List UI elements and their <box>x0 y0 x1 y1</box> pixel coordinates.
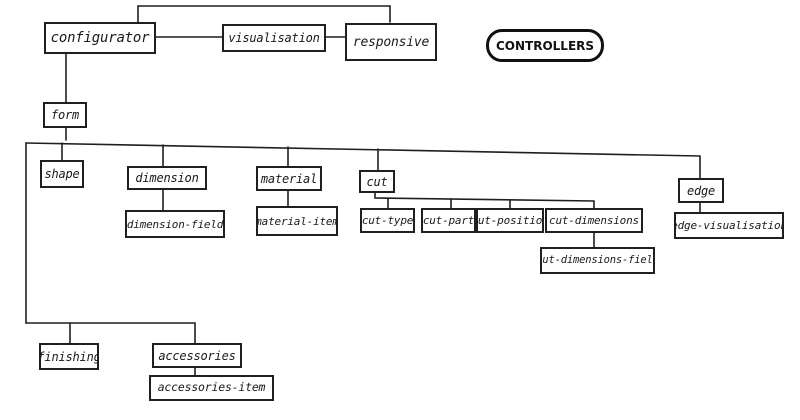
connector-top-arc <box>137 5 391 23</box>
node-material: material <box>256 166 322 191</box>
node-dimension-field: dimension-field <box>125 210 225 238</box>
node-cut-position: cut-position <box>476 208 544 233</box>
node-cut: cut <box>359 170 395 193</box>
title-controllers: CONTROLLERS <box>486 29 604 62</box>
node-edge-visualisation: edge-visualisation <box>674 212 784 239</box>
connector-cut-bus <box>374 192 595 202</box>
node-edge: edge <box>678 178 724 203</box>
node-configurator: configurator <box>44 22 156 54</box>
node-visualisation: visualisation <box>222 24 326 52</box>
node-cut-dimensions-field: cut-dimensions-field <box>540 247 655 274</box>
node-responsive: responsive <box>345 23 437 61</box>
node-cut-type: cut-type <box>360 208 415 233</box>
node-cut-dimensions: cut-dimensions <box>545 208 643 233</box>
connector-horizontal-trunk <box>25 142 701 157</box>
node-cut-part: cut-part <box>421 208 476 233</box>
node-dimension: dimension <box>127 166 207 190</box>
node-shape: shape <box>40 160 84 188</box>
node-accessories: accessories <box>152 343 242 368</box>
node-accessories-item: accessories-item <box>149 375 274 401</box>
node-finishing: finishing <box>39 343 99 370</box>
node-material-item: material-item <box>256 206 338 236</box>
node-form: form <box>43 102 87 128</box>
